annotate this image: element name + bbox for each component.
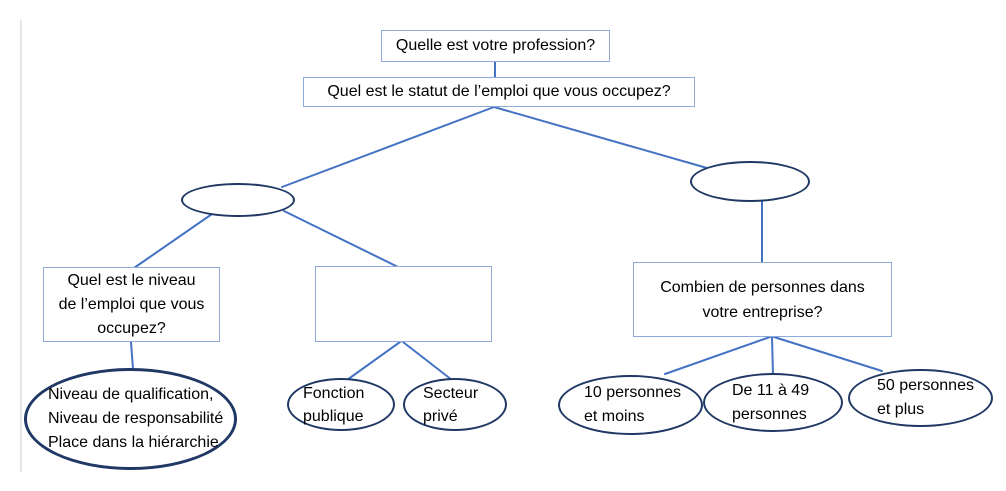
question-box-empty-placeholder [315, 266, 492, 342]
connector-statut-left-ellipse [281, 106, 495, 188]
connector-niveaubox-reponses [130, 341, 134, 370]
connector-entreprise-p50 [773, 336, 883, 372]
answer-ellipse-10-personnes-moins: 10 personnes et moins [558, 375, 703, 435]
answer-ellipse-secteur-prive: Secteur privé [403, 378, 507, 431]
question-box-statut-emploi: Quel est le statut de l’emploi que vous … [303, 77, 695, 107]
question-box-taille-entreprise: Combien de personnes dans votre entrepri… [633, 262, 892, 337]
connector-emptybox-fonction [346, 341, 401, 381]
page-edge-line [20, 20, 22, 472]
answer-ellipse-11-49-personnes: De 11 à 49 personnes [703, 373, 843, 432]
connector-statut-right-ellipse [493, 106, 708, 169]
answer-ellipse-fonction-publique: Fonction publique [287, 378, 395, 431]
question-box-niveau-emploi: Quel est le niveau de l’emploi que vous … [43, 267, 220, 342]
answer-ellipse-50-personnes-plus: 50 personnes et plus [848, 369, 993, 427]
branch-ellipse-left-empty [181, 183, 295, 217]
branch-ellipse-right-empty [690, 161, 810, 202]
connector-leftellipse-empty-box [283, 210, 399, 268]
connector-emptybox-secteur [402, 341, 453, 381]
connector-leftellipse-niveau-box [133, 213, 213, 269]
connector-entreprise-p1149 [771, 336, 774, 376]
answer-ellipse-niveau-details: Niveau de qualification, Niveau de respo… [24, 368, 237, 470]
connector-entreprise-p10 [664, 336, 771, 375]
question-box-profession: Quelle est votre profession? [381, 30, 610, 62]
